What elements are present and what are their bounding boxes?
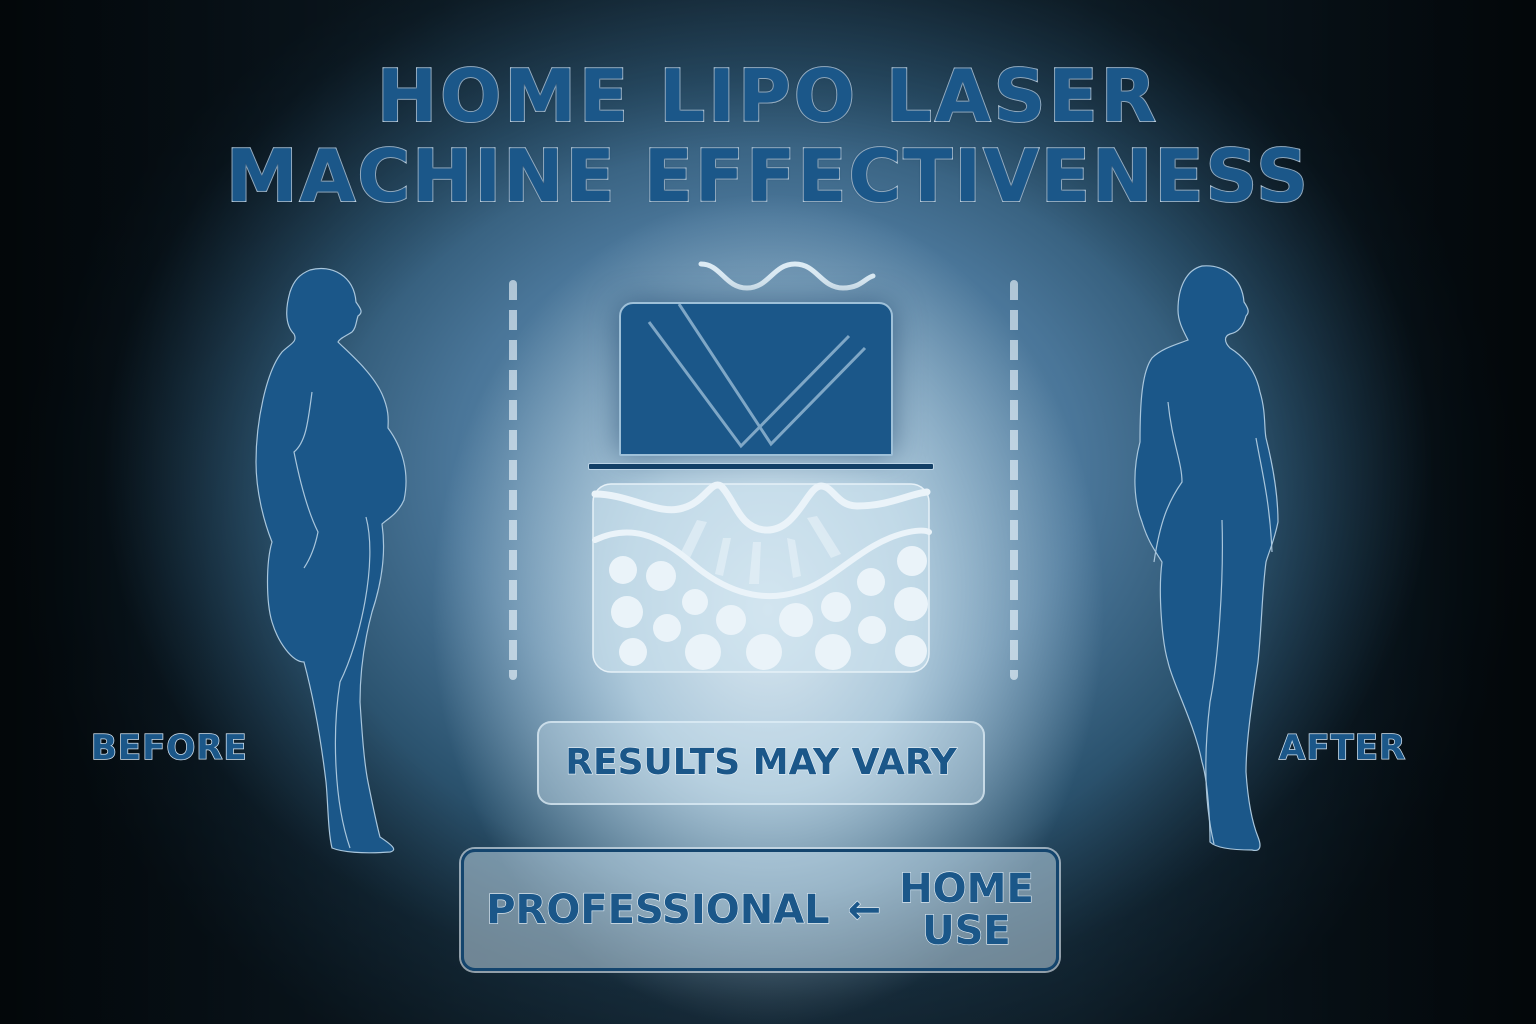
title-line-2: MACHINE EFFECTIVENESS: [225, 134, 1311, 218]
dashed-guide-left: [509, 280, 517, 680]
before-silhouette-icon: [232, 262, 412, 902]
before-label: BEFORE: [90, 727, 248, 769]
professional-vs-home-use-box: PROFESSIONAL ← HOME USE: [461, 849, 1059, 971]
fat-tissue-cross-section-icon: [589, 480, 933, 676]
arrow-left-icon: ←: [847, 886, 882, 933]
home-use-line-2: USE: [922, 908, 1012, 954]
home-use-label: HOME USE: [899, 866, 1035, 954]
title-line-1: HOME LIPO LASER: [376, 54, 1160, 138]
home-use-line-1: HOME: [899, 866, 1035, 912]
laser-paddle-base: [588, 463, 934, 470]
dashed-guide-right: [1010, 280, 1018, 680]
results-may-vary-notice: RESULTS MAY VARY: [537, 721, 985, 805]
after-label: AFTER: [1278, 727, 1407, 769]
laser-paddle-icon: [619, 302, 893, 456]
after-silhouette-icon: [1112, 262, 1282, 902]
professional-label: PROFESSIONAL: [486, 886, 831, 933]
laser-wave-icon: [697, 258, 879, 294]
